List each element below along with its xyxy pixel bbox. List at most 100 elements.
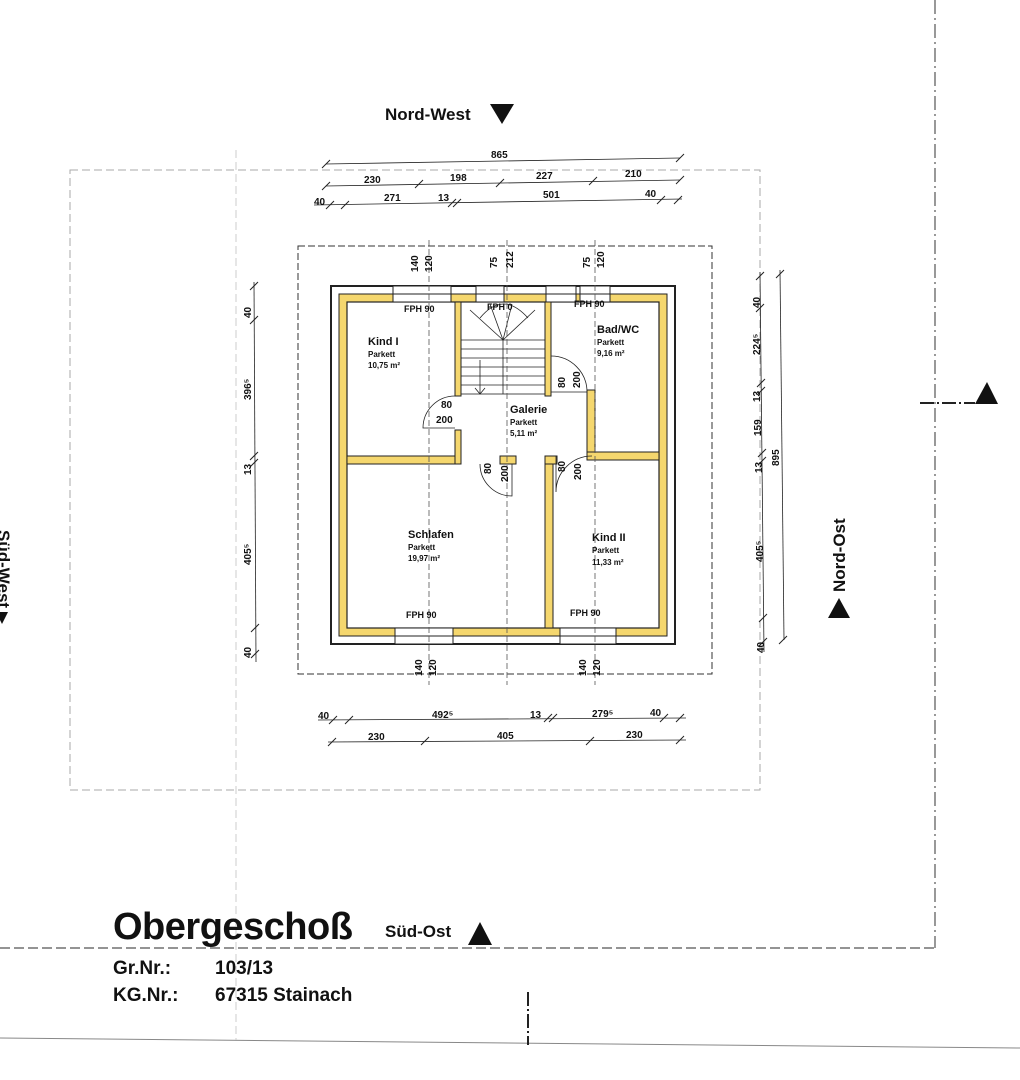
room-name: Galerie [510,404,547,416]
room-area: 5,11 m² [510,429,537,438]
dim-bottom: 230 [626,730,643,741]
fph-label: FPH 90 [574,299,605,309]
room-labels: Kind I Parkett 10,75 m² Bad/WC Parkett 9… [368,324,639,567]
window-dim: 75 [489,256,500,268]
dim-top: 501 [543,190,560,201]
room-floor: Parkett [368,350,395,359]
dim-lines-left [249,281,260,663]
fph-label: FPH 90 [406,610,437,620]
arrow-up-icon [828,598,850,618]
dim-left: 40 [243,306,254,318]
dim-bottom: 230 [368,732,385,743]
dim-top-total: 865 [491,150,508,161]
door-dim: 200 [573,463,584,480]
room-floor: Parkett [408,543,435,552]
kg-label: KG.Nr.: [113,985,179,1006]
exterior-walls [330,285,676,645]
sheet-lines [0,0,1020,1049]
axis-lines [428,240,596,685]
dim-right: 13 [752,390,763,402]
dim-right: 224⁵ [752,333,763,355]
staircase [460,301,546,395]
dim-left: 396⁵ [243,378,254,400]
room-area: 19,97 m² [408,554,440,563]
dim-right: 13 [754,461,765,473]
room-floor: Parkett [510,418,537,427]
door-dim: 200 [436,415,453,426]
door-dims: 80 200 80 200 80 200 80 200 [436,371,584,482]
room-name: Kind II [592,532,626,544]
door-swings [422,355,593,497]
dim-right-total: 895 [771,449,782,466]
dim-bottom: 40 [318,711,330,722]
page-title: Obergeschoß [113,906,353,948]
dim-top: 198 [450,173,467,184]
door-dim: 80 [557,460,568,472]
room-floor: Parkett [592,546,619,555]
dim-top: 40 [314,197,326,208]
window-dim: 140 [414,659,425,676]
kg-info: KG.Nr.: 67315 Stainach [113,985,352,1007]
dim-top: 271 [384,193,401,204]
dim-top: 40 [645,189,657,200]
dim-bottom: 279⁵ [592,709,614,720]
dim-left: 13 [243,463,254,475]
dim-top: 13 [438,193,450,204]
room-area: 10,75 m² [368,361,400,370]
door-dim: 200 [572,371,583,388]
arrow-up-icon [975,382,998,404]
gr-info: Gr.Nr.: 103/13 [113,958,273,980]
window-dim: 120 [428,659,439,676]
fph-label: FPH 90 [570,608,601,618]
fph-labels: FPH 90 FPH 0 FPH 90 FPH 90 FPH 90 [404,299,605,620]
compass-right-label: Nord-Ost [830,518,849,592]
dim-lines-top [313,153,685,210]
compass-left-label: Süd-West [0,530,13,608]
windows [392,285,617,645]
compass-bottom-label: Süd-Ost [385,922,452,941]
compass-top-label: Nord-West [385,105,471,124]
dim-right: 40 [756,641,767,653]
window-dim: 75 [582,256,593,268]
door-dim: 80 [483,462,494,474]
room-area: 9,16 m² [597,349,625,358]
dim-right: 159 [753,419,764,436]
dim-left: 40 [243,646,254,658]
dim-bottom: 405 [497,731,514,742]
door-dim: 80 [441,400,453,411]
room-name: Schlafen [408,529,454,541]
dim-lines-bottom [317,713,687,747]
dim-lines-right [755,269,788,653]
window-dim: 120 [424,255,435,272]
eave-outline [297,245,713,675]
arrow-down-icon [490,104,514,124]
fph-label: FPH 90 [404,304,435,314]
dim-top: 227 [536,171,553,182]
gr-value: 103/13 [215,958,274,979]
dim-right: 40 [752,296,763,308]
room-name: Bad/WC [597,324,639,336]
window-dim: 120 [592,659,603,676]
window-dims: 140 120 75 212 75 120 140 120 140 120 [410,251,607,676]
window-dim: 212 [505,251,516,268]
dim-top: 210 [625,169,642,180]
dim-top: 230 [364,175,381,186]
door-dim: 80 [557,376,568,388]
room-area: 11,33 m² [592,558,624,567]
gr-label: Gr.Nr.: [113,958,172,979]
kg-value: 67315 Stainach [215,985,353,1006]
dim-bottom: 13 [530,710,542,721]
window-dim: 120 [596,251,607,268]
dim-left: 405⁵ [243,543,254,565]
dim-bottom: 492⁵ [432,710,454,721]
arrow-down-icon [0,612,8,624]
window-dim: 140 [410,255,421,272]
fph-label: FPH 0 [487,302,513,312]
dim-right: 405⁵ [755,540,766,562]
arrow-up-icon [468,922,492,945]
dim-bottom: 40 [650,708,662,719]
window-dim: 140 [578,659,589,676]
door-dim: 200 [500,465,511,482]
room-name: Kind I [368,336,399,348]
